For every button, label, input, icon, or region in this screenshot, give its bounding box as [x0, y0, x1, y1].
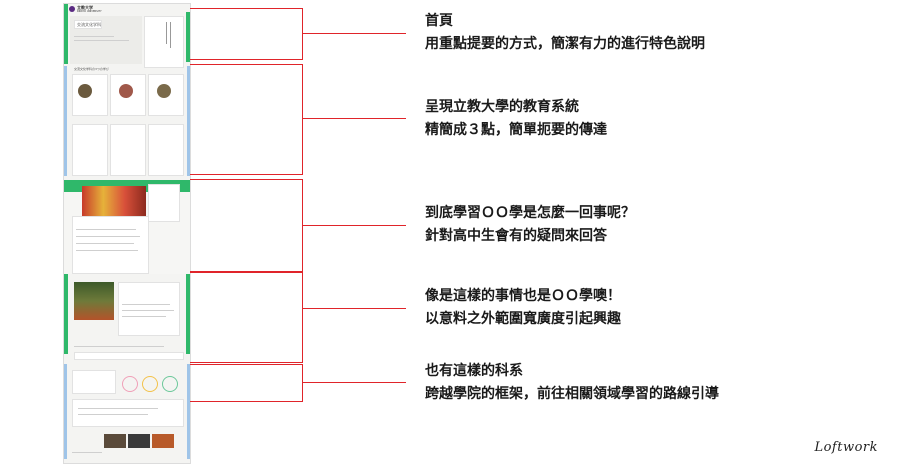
vertical-text — [166, 22, 167, 44]
question-card — [148, 184, 180, 222]
note-title: 到底學習ＯＯ學是怎麼一回事呢？ — [425, 205, 635, 221]
text-line — [122, 304, 170, 305]
site-logo-sub: RIKKYO UNIVERSITY — [77, 10, 102, 13]
university-logo-icon[interactable] — [69, 6, 75, 12]
department-ring[interactable] — [162, 376, 178, 392]
department-ring[interactable] — [122, 376, 138, 392]
bracket-qa — [190, 179, 303, 273]
text-line — [76, 250, 138, 251]
text-line — [74, 36, 114, 37]
note-desc: 用重點提要的方式，簡潔有力的進行特色說明 — [425, 36, 705, 52]
hero-title-box: 交流文化学科 — [74, 20, 102, 29]
note-title: 像是這樣的事情也是ＯＯ學噢！ — [425, 288, 621, 304]
info-card[interactable] — [72, 124, 108, 176]
learning-photo — [157, 84, 171, 98]
note-departments: 也有這樣的科系 跨越學院的框架，前往相關領域學習的路線引導 — [425, 360, 719, 406]
site-logo[interactable]: 立教大学 — [77, 5, 93, 10]
text-line — [72, 452, 102, 453]
text-line — [76, 229, 136, 230]
text-line — [74, 40, 129, 41]
link-bar[interactable] — [74, 352, 184, 360]
section-heading: 交流文化学科の3つの学び — [74, 67, 109, 71]
vertical-text — [170, 22, 171, 48]
text-line — [122, 310, 174, 311]
note-desc: 精簡成３點，簡單扼要的傳達 — [425, 122, 607, 138]
note-title: 首頁 — [425, 13, 453, 29]
bracket-departments-pointer — [302, 382, 406, 383]
blue-accent-bar — [187, 364, 190, 459]
info-card[interactable] — [110, 124, 146, 176]
example-card — [118, 282, 180, 336]
note-desc: 以意料之外範圍寬廣度引起興趣 — [425, 311, 621, 327]
hero-side-card — [144, 16, 184, 68]
note-title: 也有這樣的科系 — [425, 363, 523, 379]
note-hero: 首頁 用重點提要的方式，簡潔有力的進行特色說明 — [425, 10, 705, 56]
bracket-qa-pointer — [302, 225, 406, 226]
blue-accent-bar — [187, 66, 190, 176]
learning-photo — [78, 84, 92, 98]
blue-accent-bar — [64, 364, 67, 459]
learning-photo — [119, 84, 133, 98]
note-title: 呈現立教大學的教育系統 — [425, 99, 579, 115]
note-examples: 像是這樣的事情也是ＯＯ學噢！ 以意料之外範圍寬廣度引起興趣 — [425, 285, 621, 331]
bracket-hero — [190, 8, 303, 60]
brand-signature: Loftwork — [814, 440, 878, 455]
footer-photo — [104, 434, 126, 448]
shrine-photo — [74, 282, 114, 320]
text-line — [78, 414, 148, 415]
note-education: 呈現立教大學的教育系統 精簡成３點，簡單扼要的傳達 — [425, 96, 607, 142]
bracket-education-pointer — [302, 118, 406, 119]
bracket-departments — [190, 364, 303, 402]
quote-card — [72, 399, 184, 427]
footer-photo — [128, 434, 150, 448]
bracket-hero-pointer — [302, 33, 406, 34]
festival-photo — [82, 186, 146, 216]
text-line — [76, 236, 140, 237]
text-line — [122, 316, 166, 317]
text-line — [76, 243, 134, 244]
bracket-examples — [190, 271, 303, 363]
text-line — [74, 346, 164, 347]
department-card[interactable] — [72, 370, 116, 394]
note-qa: 到底學習ＯＯ學是怎麼一回事呢？ 針對高中生會有的疑問來回答 — [425, 202, 635, 248]
department-ring[interactable] — [142, 376, 158, 392]
info-card[interactable] — [148, 124, 184, 176]
learning-card[interactable] — [110, 74, 146, 116]
footer-photo — [152, 434, 174, 448]
note-desc: 針對高中生會有的疑問來回答 — [425, 228, 607, 244]
green-accent-bar — [64, 4, 68, 64]
green-accent-bar — [64, 274, 68, 354]
green-accent-bar — [186, 274, 190, 354]
bracket-education — [190, 64, 303, 175]
page-thumbnail: 立教大学 RIKKYO UNIVERSITY 交流文化学科 交流文化学科の3つの… — [63, 3, 191, 464]
answer-card — [72, 216, 149, 274]
text-line — [78, 408, 158, 409]
note-desc: 跨越學院的框架，前往相關領域學習的路線引導 — [425, 386, 719, 402]
hero-title: 交流文化学科 — [77, 22, 101, 27]
bracket-examples-pointer — [302, 308, 406, 309]
blue-accent-bar — [64, 66, 67, 176]
green-accent-bar — [186, 12, 190, 62]
